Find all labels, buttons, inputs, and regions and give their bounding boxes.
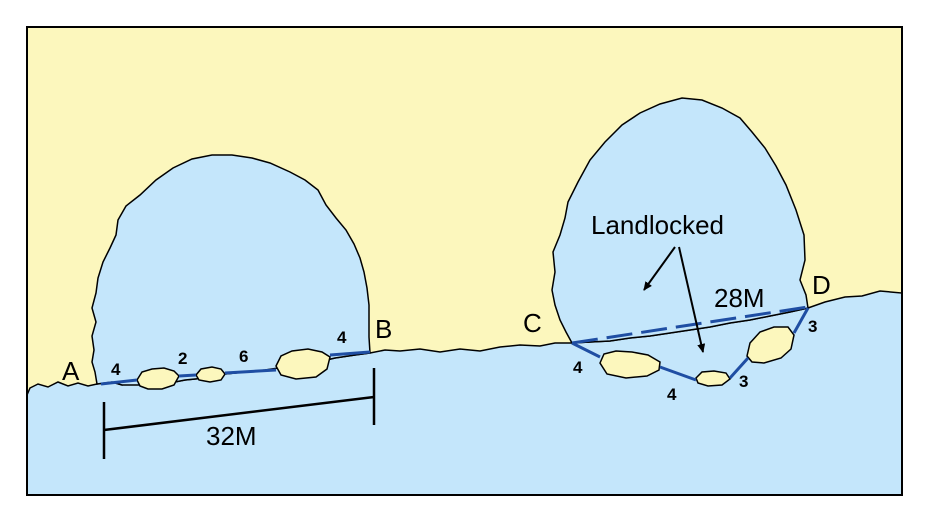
landlocked-arrows: [643, 246, 706, 353]
left-closing-distance: 32M: [206, 421, 257, 451]
right-segment-3-width: 3: [739, 372, 748, 391]
right-closing-line: [571, 305, 809, 345]
point-c-label: C: [523, 308, 542, 338]
right-island-2: [695, 370, 732, 387]
point-b-label: B: [375, 314, 392, 344]
point-d-label: D: [812, 270, 831, 300]
right-segment-2-width: 4: [667, 385, 677, 404]
left-segment-4-width: 4: [337, 328, 347, 347]
measurement-bar: [102, 368, 376, 459]
left-closing-line: [100, 350, 371, 386]
left-island-3: [275, 348, 331, 380]
right-island-3: [746, 326, 795, 364]
right-bay: [551, 97, 809, 344]
landlocked-label: Landlocked: [591, 210, 724, 240]
left-island-2: [195, 366, 226, 383]
left-segment-2-width: 2: [178, 349, 187, 368]
right-segment-4-width: 3: [808, 317, 817, 336]
right-closing-distance: 28M: [714, 283, 765, 313]
point-a-label: A: [62, 356, 80, 386]
left-segment-3-width: 6: [239, 347, 248, 366]
diagram-frame: [26, 26, 903, 496]
right-segment-1-width: 4: [573, 358, 583, 377]
left-island-1: [136, 367, 180, 390]
left-segment-1-width: 4: [111, 360, 121, 379]
right-island-1: [599, 350, 661, 379]
right-baselines: [571, 307, 810, 382]
